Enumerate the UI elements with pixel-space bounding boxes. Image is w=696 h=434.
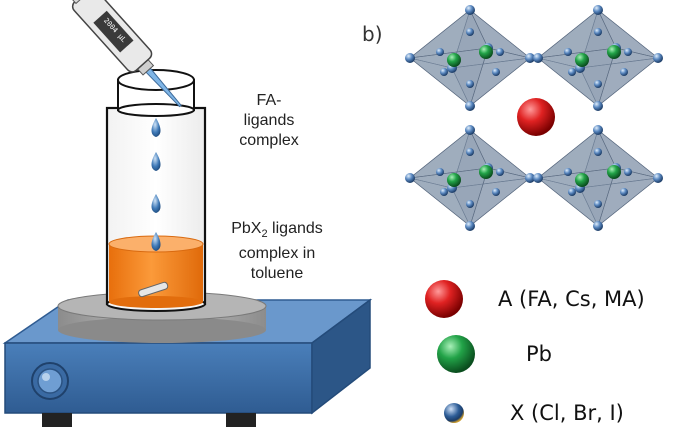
pb-atom — [575, 53, 589, 67]
x-atom — [568, 188, 576, 196]
pb-atom — [607, 45, 621, 59]
x-atom — [466, 200, 474, 208]
x-atom — [465, 125, 475, 135]
stirrer-knob — [31, 362, 69, 400]
x-atom — [620, 188, 628, 196]
x-atom — [496, 168, 504, 176]
pb-atom — [479, 165, 493, 179]
x-atom — [492, 188, 500, 196]
pb-atoms — [447, 45, 621, 187]
legend-x-site-label: X (Cl, Br, I) — [510, 401, 624, 425]
x-atom — [568, 68, 576, 76]
pb-atom — [479, 45, 493, 59]
octahedron-face — [409, 167, 489, 227]
pbx2-subscript: 2 — [261, 228, 268, 241]
legend-pb-label: Pb — [526, 342, 552, 366]
pbx2-suffix: ligands — [267, 220, 323, 237]
pb-atom — [447, 53, 461, 67]
fa-ligands-annotation: FA- ligands complex — [238, 91, 300, 151]
x-atom — [436, 168, 444, 176]
x-atom — [594, 148, 602, 156]
octahedron-face — [537, 47, 617, 107]
x-atom — [593, 221, 603, 231]
legend-pb-icon — [437, 335, 475, 373]
pbx2-annotation: PbX2 ligands complex in toluene — [210, 219, 344, 284]
x-atom — [465, 5, 475, 15]
octahedron-face — [409, 47, 489, 107]
legend — [425, 280, 475, 423]
vial-cap — [117, 69, 195, 117]
stirrer-side-face — [311, 298, 371, 415]
stirrer-foot-left — [42, 413, 72, 427]
fa-ligands-line-1: FA- — [256, 92, 282, 109]
x-atom — [653, 173, 663, 183]
x-atom — [564, 48, 572, 56]
x-atom — [436, 48, 444, 56]
fa-ligands-line-3: complex — [239, 132, 299, 149]
pipette: 2004 μL — [63, 0, 182, 108]
pb-atom — [607, 165, 621, 179]
legend-a-site-icon — [425, 280, 463, 318]
stirrer-foot-right — [226, 413, 256, 427]
x-atom — [564, 168, 572, 176]
x-atom — [465, 101, 475, 111]
droplet-1 — [151, 118, 161, 137]
x-atom — [466, 28, 474, 36]
legend-x-site-icon — [444, 403, 464, 423]
x-atom — [492, 68, 500, 76]
droplet-2 — [151, 152, 161, 171]
x-atom — [533, 173, 543, 183]
x-atom — [405, 53, 415, 63]
x-atom — [465, 221, 475, 231]
x-atom — [440, 68, 448, 76]
pbx2-prefix: PbX — [231, 220, 262, 237]
stir-bar — [138, 281, 169, 298]
x-atom — [466, 80, 474, 88]
x-atom — [624, 168, 632, 176]
pb-atom — [575, 173, 589, 187]
x-atom — [593, 5, 603, 15]
octahedra — [408, 9, 660, 227]
droplet-3 — [151, 194, 161, 213]
x-atom — [653, 53, 663, 63]
perovskite-crystal-structure — [405, 5, 663, 231]
pbx2-line-3: toluene — [250, 265, 304, 283]
x-atom — [440, 188, 448, 196]
x-atom — [594, 80, 602, 88]
octahedron-face — [537, 167, 617, 227]
x-atom — [496, 48, 504, 56]
x-atom — [533, 53, 543, 63]
legend-a-site-label: A (FA, Cs, MA) — [498, 287, 645, 311]
x-atom — [594, 200, 602, 208]
pbx2-line-2: complex in — [238, 245, 316, 263]
x-atom — [525, 53, 535, 63]
x-atom — [593, 101, 603, 111]
x-atom — [405, 173, 415, 183]
x-atom — [525, 173, 535, 183]
fa-ligands-line-2: ligands — [243, 112, 295, 129]
a-site-atom — [517, 98, 555, 136]
droplet-4 — [151, 232, 161, 251]
panel-label: b) — [362, 22, 383, 46]
pbx2-line-1: PbX2 ligands — [210, 219, 344, 244]
x-atom — [466, 148, 474, 156]
x-atom — [620, 68, 628, 76]
x-atom — [624, 48, 632, 56]
pipette-display — [93, 10, 134, 53]
pb-atom — [447, 173, 461, 187]
droplets — [151, 118, 161, 251]
x-atom — [594, 28, 602, 36]
x-atom — [593, 125, 603, 135]
